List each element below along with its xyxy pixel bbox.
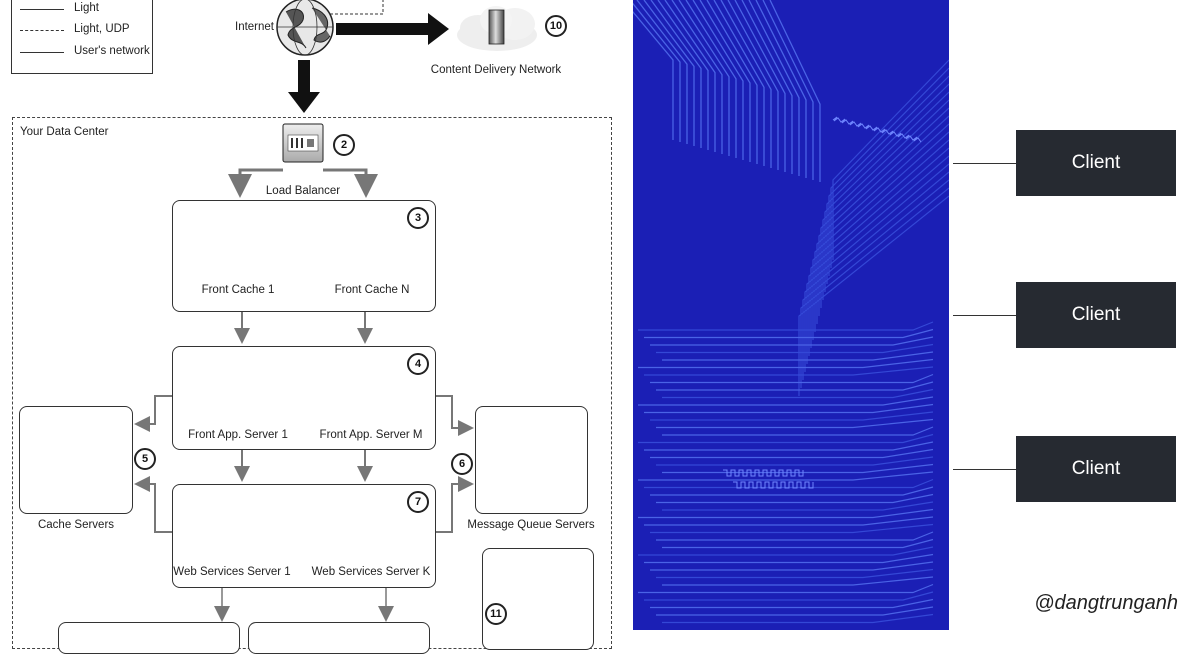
message-queue-badge: 6: [451, 453, 473, 475]
web-services-left-label: Web Services Server 1: [173, 566, 291, 578]
front-app-right-label: Front App. Server M: [319, 429, 423, 441]
load-balancer-label: Load Balancer: [265, 185, 341, 197]
legend: Light Light, UDP User's network: [11, 0, 153, 74]
client-connector: [953, 469, 1016, 470]
lb-arrow-left: [228, 168, 283, 198]
other-cluster-box: [482, 548, 594, 650]
web-services-badge: 7: [407, 491, 429, 513]
circuit-traces: [633, 0, 949, 624]
internet-to-cdn-arrow: [336, 13, 449, 45]
load-balancer-badge: 2: [333, 134, 355, 156]
client-connector: [953, 315, 1016, 316]
internet-to-datacenter-arrow: [288, 60, 320, 113]
cache-servers-box: [19, 406, 133, 514]
web-services-tier: [172, 484, 436, 588]
cdn-server-icon: [488, 9, 505, 45]
web-services-right-label: Web Services Server K: [311, 566, 431, 578]
arrow-app-to-mq: [435, 395, 474, 436]
arrow-ws-to-cache: [134, 476, 172, 533]
front-cache-right-label: Front Cache N: [334, 284, 410, 296]
author-handle: @dangtrunganh: [1034, 592, 1178, 614]
globe-icon: [276, 0, 334, 56]
arrow-app-to-cache: [134, 395, 172, 432]
other-cluster-badge: 11: [485, 603, 507, 625]
internet-label: Internet: [235, 21, 274, 33]
cdn-badge: 10: [545, 15, 567, 37]
client-box: Client: [1016, 436, 1176, 502]
client-box: Client: [1016, 282, 1176, 348]
lb-arrow-right: [323, 168, 378, 198]
arrow-ws-to-mq: [435, 476, 474, 533]
front-app-left-label: Front App. Server 1: [188, 429, 288, 441]
legend-item-light: Light: [74, 2, 99, 14]
message-queue-box: [475, 406, 588, 514]
cdn-label: Content Delivery Network: [430, 64, 562, 76]
circuit-board-image: [633, 0, 949, 630]
legend-item-users-network: User's network: [74, 45, 150, 57]
front-app-badge: 4: [407, 353, 429, 375]
cache-servers-badge: 5: [134, 448, 156, 470]
message-queue-label: Message Queue Servers: [467, 519, 595, 531]
client-box: Client: [1016, 130, 1176, 196]
cache-servers-label: Cache Servers: [37, 519, 115, 531]
data-center-title: Your Data Center: [20, 126, 109, 138]
front-cache-left-label: Front Cache 1: [201, 284, 275, 296]
legend-item-udp: Light, UDP: [74, 23, 130, 35]
legend-line-light: [20, 9, 64, 10]
lower-tier-box-right: [248, 622, 430, 654]
legend-line-users-network: [20, 52, 64, 53]
udp-link: [330, 0, 384, 15]
front-cache-badge: 3: [407, 207, 429, 229]
front-app-tier: [172, 346, 436, 450]
client-connector: [953, 163, 1016, 164]
legend-line-udp: [20, 30, 64, 31]
lower-tier-box-left: [58, 622, 240, 654]
load-balancer-icon: [282, 123, 324, 163]
front-cache-tier: [172, 200, 436, 312]
